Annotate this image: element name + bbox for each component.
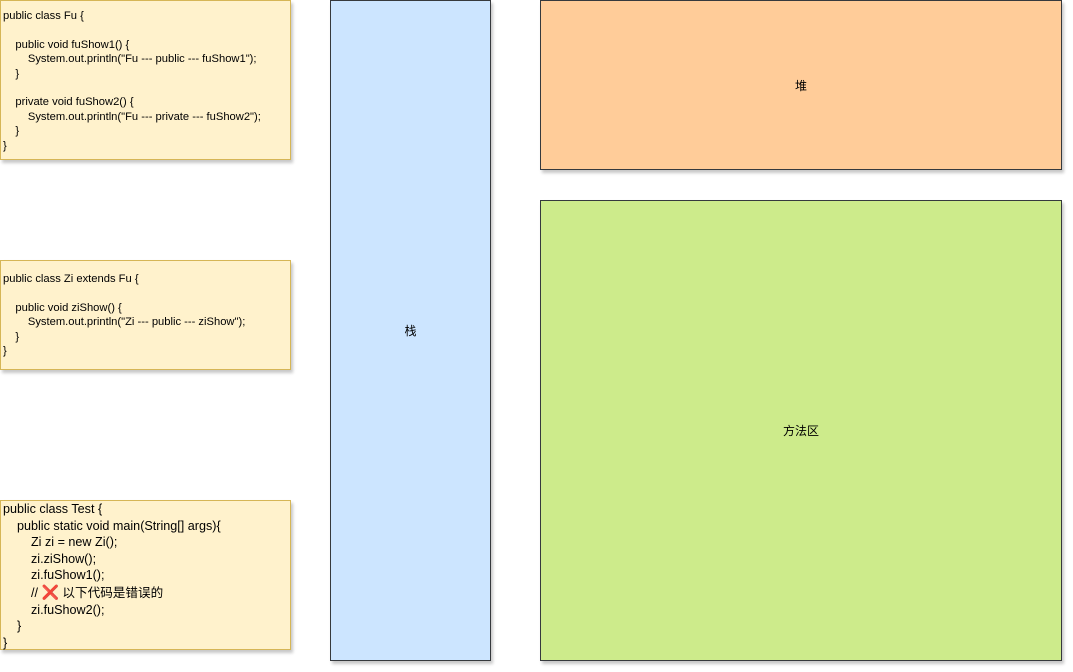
code-line: } (3, 67, 20, 80)
cross-mark-icon: ❌ (41, 583, 59, 600)
code-line: zi.ziShow(); (3, 551, 97, 566)
code-line: } (3, 125, 20, 138)
code-line: public static void main(String[] args){ (3, 518, 221, 533)
method-area-label: 方法区 (782, 424, 819, 438)
heap-label: 堆 (794, 78, 807, 93)
code-line: System.out.println("Zi --- public --- zi… (3, 316, 246, 329)
comment-line: // ❌ 以下代码是错误的 (3, 583, 164, 600)
code-line: Zi zi = new Zi(); (3, 535, 118, 550)
fu-class-code: public class Fu { public void fuShow1() … (3, 9, 261, 153)
test-class-code-box: public class Test { public static void m… (0, 500, 291, 650)
code-line: System.out.println("Fu --- public --- fu… (3, 53, 257, 66)
heap-region: 堆 (540, 0, 1062, 170)
code-line: public void ziShow() { (3, 301, 122, 314)
code-line: public class Fu { (3, 10, 84, 22)
code-line: public class Zi extends Fu { (3, 273, 139, 285)
code-line: System.out.println("Fu --- private --- f… (3, 110, 261, 123)
code-line: private void fuShow2() { (3, 96, 134, 109)
fu-class-code-box: public class Fu { public void fuShow1() … (0, 0, 291, 160)
code-line: } (3, 619, 22, 634)
code-line: zi.fuShow1(); (3, 568, 105, 583)
code-line: } (3, 139, 7, 152)
method-area-region: 方法区 (540, 200, 1062, 661)
stack-region: 栈 (330, 0, 491, 661)
code-line: zi.fuShow2(); (3, 602, 105, 617)
code-line: } (3, 345, 7, 358)
comment-prefix: // (3, 585, 42, 600)
test-class-code: public class Test { public static void m… (3, 501, 221, 651)
zi-class-code: public class Zi extends Fu { public void… (3, 272, 245, 358)
code-line: } (3, 330, 20, 343)
code-line: public void fuShow1() { (3, 38, 130, 51)
zi-class-code-box: public class Zi extends Fu { public void… (0, 260, 291, 370)
stack-label: 栈 (404, 324, 417, 338)
code-line: public class Test { (3, 502, 103, 516)
code-line: } (3, 635, 8, 650)
comment-text: 以下代码是错误的 (58, 585, 164, 600)
